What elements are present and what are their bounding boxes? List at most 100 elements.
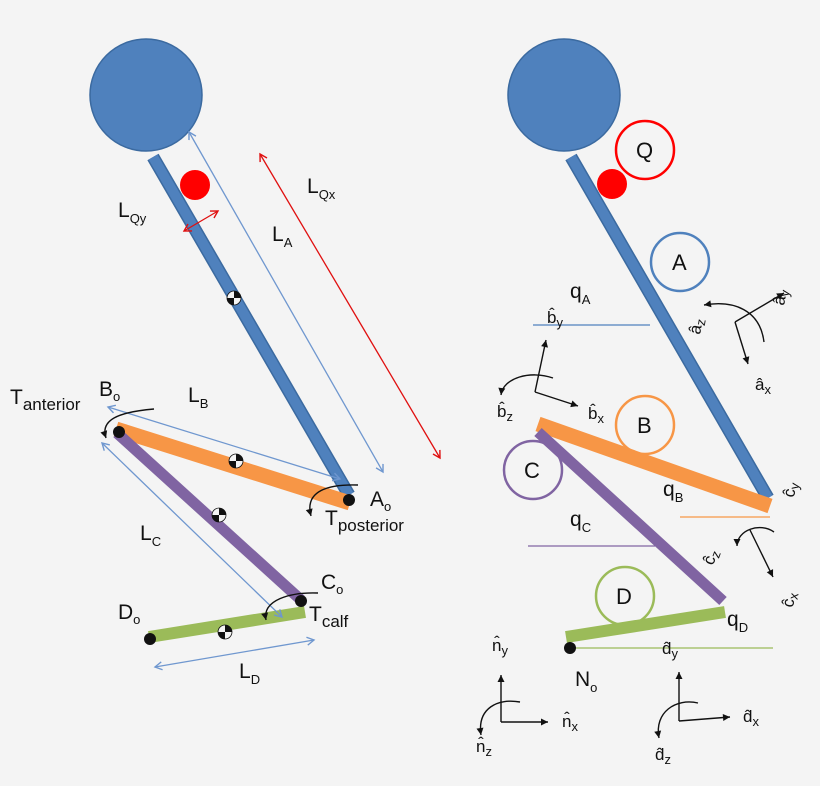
svg-text:Co: Co [321,571,343,597]
svg-text:d̂x: d̂x [743,707,759,729]
label-l-qy-sub: Qy [130,211,147,226]
body-label-q: Q [636,138,653,163]
frame-c: ĉy ĉz ĉx [699,480,803,609]
frame-a: ây âz âx [685,287,793,397]
vec-c-x-sub: x [786,591,802,600]
label-d-o: D [118,601,133,624]
label-d-o-sub: o [133,612,140,627]
origin-n-o-sub: o [590,680,597,695]
joint-d-o [144,633,156,645]
svg-text:LQx: LQx [307,175,336,202]
label-a-o-sub: o [384,499,391,514]
label-c-o: C [321,571,336,594]
angle-q-b: q [663,478,675,501]
com-symbol-c-left [211,507,227,523]
torque-arrow-posterior [305,484,359,517]
vec-d-z-sub: z [664,752,671,767]
angle-q-d-sub: D [739,620,748,635]
frame-n: n̂y n̂x n̂z [476,635,578,759]
vec-n-x: n̂ [562,711,571,731]
angle-q-a-sub: A [582,292,591,307]
label-c-o-sub: o [336,582,343,597]
label-t-posterior-sub: posterior [338,516,404,535]
label-l-b: L [188,384,200,407]
frame-a-z-arc [703,300,765,343]
body-label-c: C [524,458,540,483]
arrow-l-qy [182,210,220,232]
svg-text:Tanterior: Tanterior [10,386,81,414]
label-l-a-sub: A [284,235,293,250]
vec-a-z: â [685,323,705,336]
vec-c-x: ĉ [778,597,798,609]
label-l-qx: L [307,175,319,198]
segment-a-right-fill [566,154,773,501]
svg-text:ây: ây [769,287,793,307]
body-circle-q [614,119,676,181]
svg-text:LC: LC [140,522,161,549]
svg-text:LD: LD [239,660,260,687]
segment-b-right [535,416,773,514]
head-mass-right [507,38,621,152]
body-label-b: B [637,413,652,438]
vec-a-y-sub: y [777,288,793,297]
frame-d: d̂y d̂x d̂z [654,639,759,767]
frame-a-y-axis [734,292,785,323]
frame-b-x-axis [534,391,579,408]
label-l-d-sub: D [251,672,260,687]
origin-n-o: N [575,668,590,691]
body-circle-b [614,394,676,456]
label-t-anterior: T [10,386,23,409]
angle-q-a: q [570,280,582,303]
svg-text:No: No [575,668,597,695]
svg-text:LA: LA [272,223,293,250]
vec-b-y-sub: y [556,315,563,330]
vec-c-y-sub: y [787,481,803,490]
arrow-l-d [153,636,316,671]
svg-text:Bo: Bo [99,378,120,404]
svg-text:âx: âx [755,375,771,397]
svg-text:n̂x: n̂x [562,711,578,734]
segment-d-right [565,606,726,643]
label-t-anterior-sub: anterior [23,395,81,414]
svg-text:b̂y: b̂y [547,307,563,330]
svg-text:qB: qB [663,478,683,505]
label-l-d: L [239,660,251,683]
svg-text:d̂y: d̂y [662,639,678,661]
angle-q-c: q [570,508,582,531]
frame-c-x-axis [749,529,774,578]
segment-c-right [534,427,727,606]
angle-q-d: q [727,608,739,631]
svg-text:ĉx: ĉx [778,590,801,609]
label-l-c-sub: C [152,534,161,549]
svg-text:d̂z: d̂z [655,745,671,767]
label-t-calf-sub: calf [322,612,349,631]
body-circle-c [502,439,564,501]
svg-text:Tcalf: Tcalf [309,603,349,631]
vec-n-z: n̂ [476,736,485,756]
svg-text:qC: qC [570,508,591,535]
svg-text:ĉy: ĉy [779,480,802,499]
frame-b-z-arc [498,374,554,396]
point-mass-red-right [597,169,627,199]
svg-text:qD: qD [727,608,748,635]
vec-a-x: â [755,375,765,394]
vec-d-y: d̂ [662,639,671,658]
point-mass-red-left [180,170,210,200]
vec-b-x-sub: x [597,411,604,426]
head-mass-left [89,38,203,152]
vec-b-y: b̂ [547,307,556,327]
svg-text:n̂z: n̂z [476,736,492,759]
svg-text:Ao: Ao [370,488,391,514]
svg-text:ĉz: ĉz [699,547,724,568]
arrow-l-c [100,442,284,618]
vec-b-z: b̂ [497,401,506,421]
vec-d-x-sub: x [752,714,759,729]
frame-d-z-arc [654,701,699,739]
left-diagram: LQy LQx LA LB LC LD Bo Ao Co Do Tanterio… [10,38,441,687]
frame-a-x-axis [734,321,750,365]
label-l-qx-sub: Qx [319,187,336,202]
frame-b: b̂y b̂z b̂x [497,307,604,426]
vec-a-z-sub: z [693,318,709,327]
label-b-o: B [99,378,113,401]
